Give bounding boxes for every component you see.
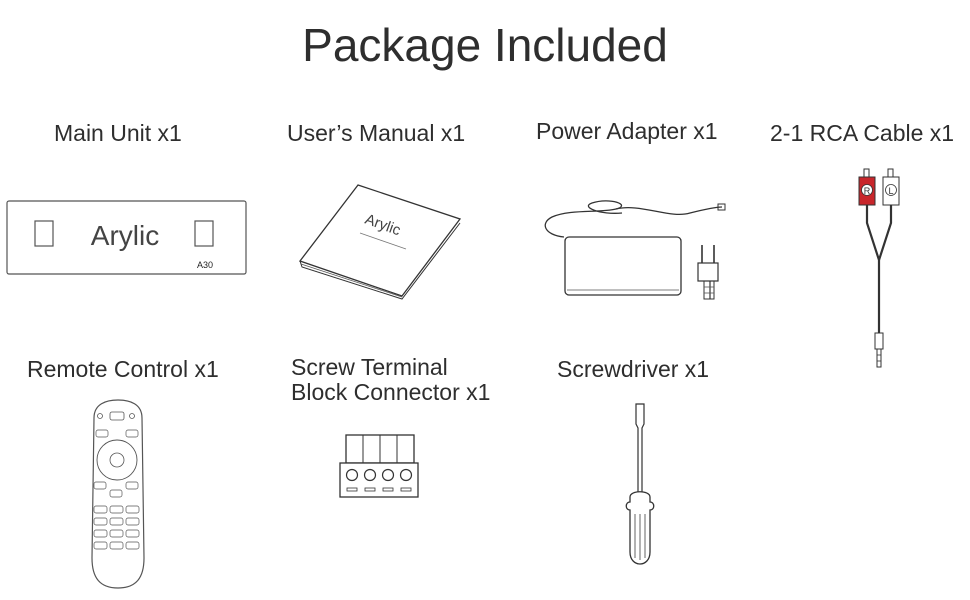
main-unit-model: A30 — [197, 260, 213, 270]
power-adapter-icon — [544, 200, 726, 300]
terminal-block-label-line2: Block Connector x1 — [291, 379, 491, 405]
screwdriver-icon — [625, 403, 655, 565]
power-adapter-label: Power Adapter x1 — [536, 118, 718, 144]
terminal-block-icon — [339, 434, 419, 498]
rca-right-mark: R — [864, 186, 871, 196]
page-title: Package Included — [302, 19, 668, 71]
main-unit-brand: Arylic — [91, 220, 159, 251]
terminal-block-label-line1: Screw Terminal — [291, 354, 448, 380]
rca-left-mark: L — [888, 186, 893, 196]
manual-label: User’s Manual x1 — [287, 120, 466, 146]
rca-cable-label: 2-1 RCA Cable x1 — [770, 120, 955, 146]
remote-control-label: Remote Control x1 — [27, 356, 219, 382]
manual-booklet-icon: Arylic — [298, 184, 462, 300]
remote-control-icon — [91, 399, 145, 589]
terminal-block-label: Screw Terminal Block Connector x1 — [291, 355, 490, 405]
rca-cable-icon: R L — [858, 168, 900, 368]
screwdriver-label: Screwdriver x1 — [557, 356, 710, 382]
amplifier-unit-icon: Arylic A30 — [6, 200, 247, 275]
main-unit-label: Main Unit x1 — [54, 120, 182, 146]
